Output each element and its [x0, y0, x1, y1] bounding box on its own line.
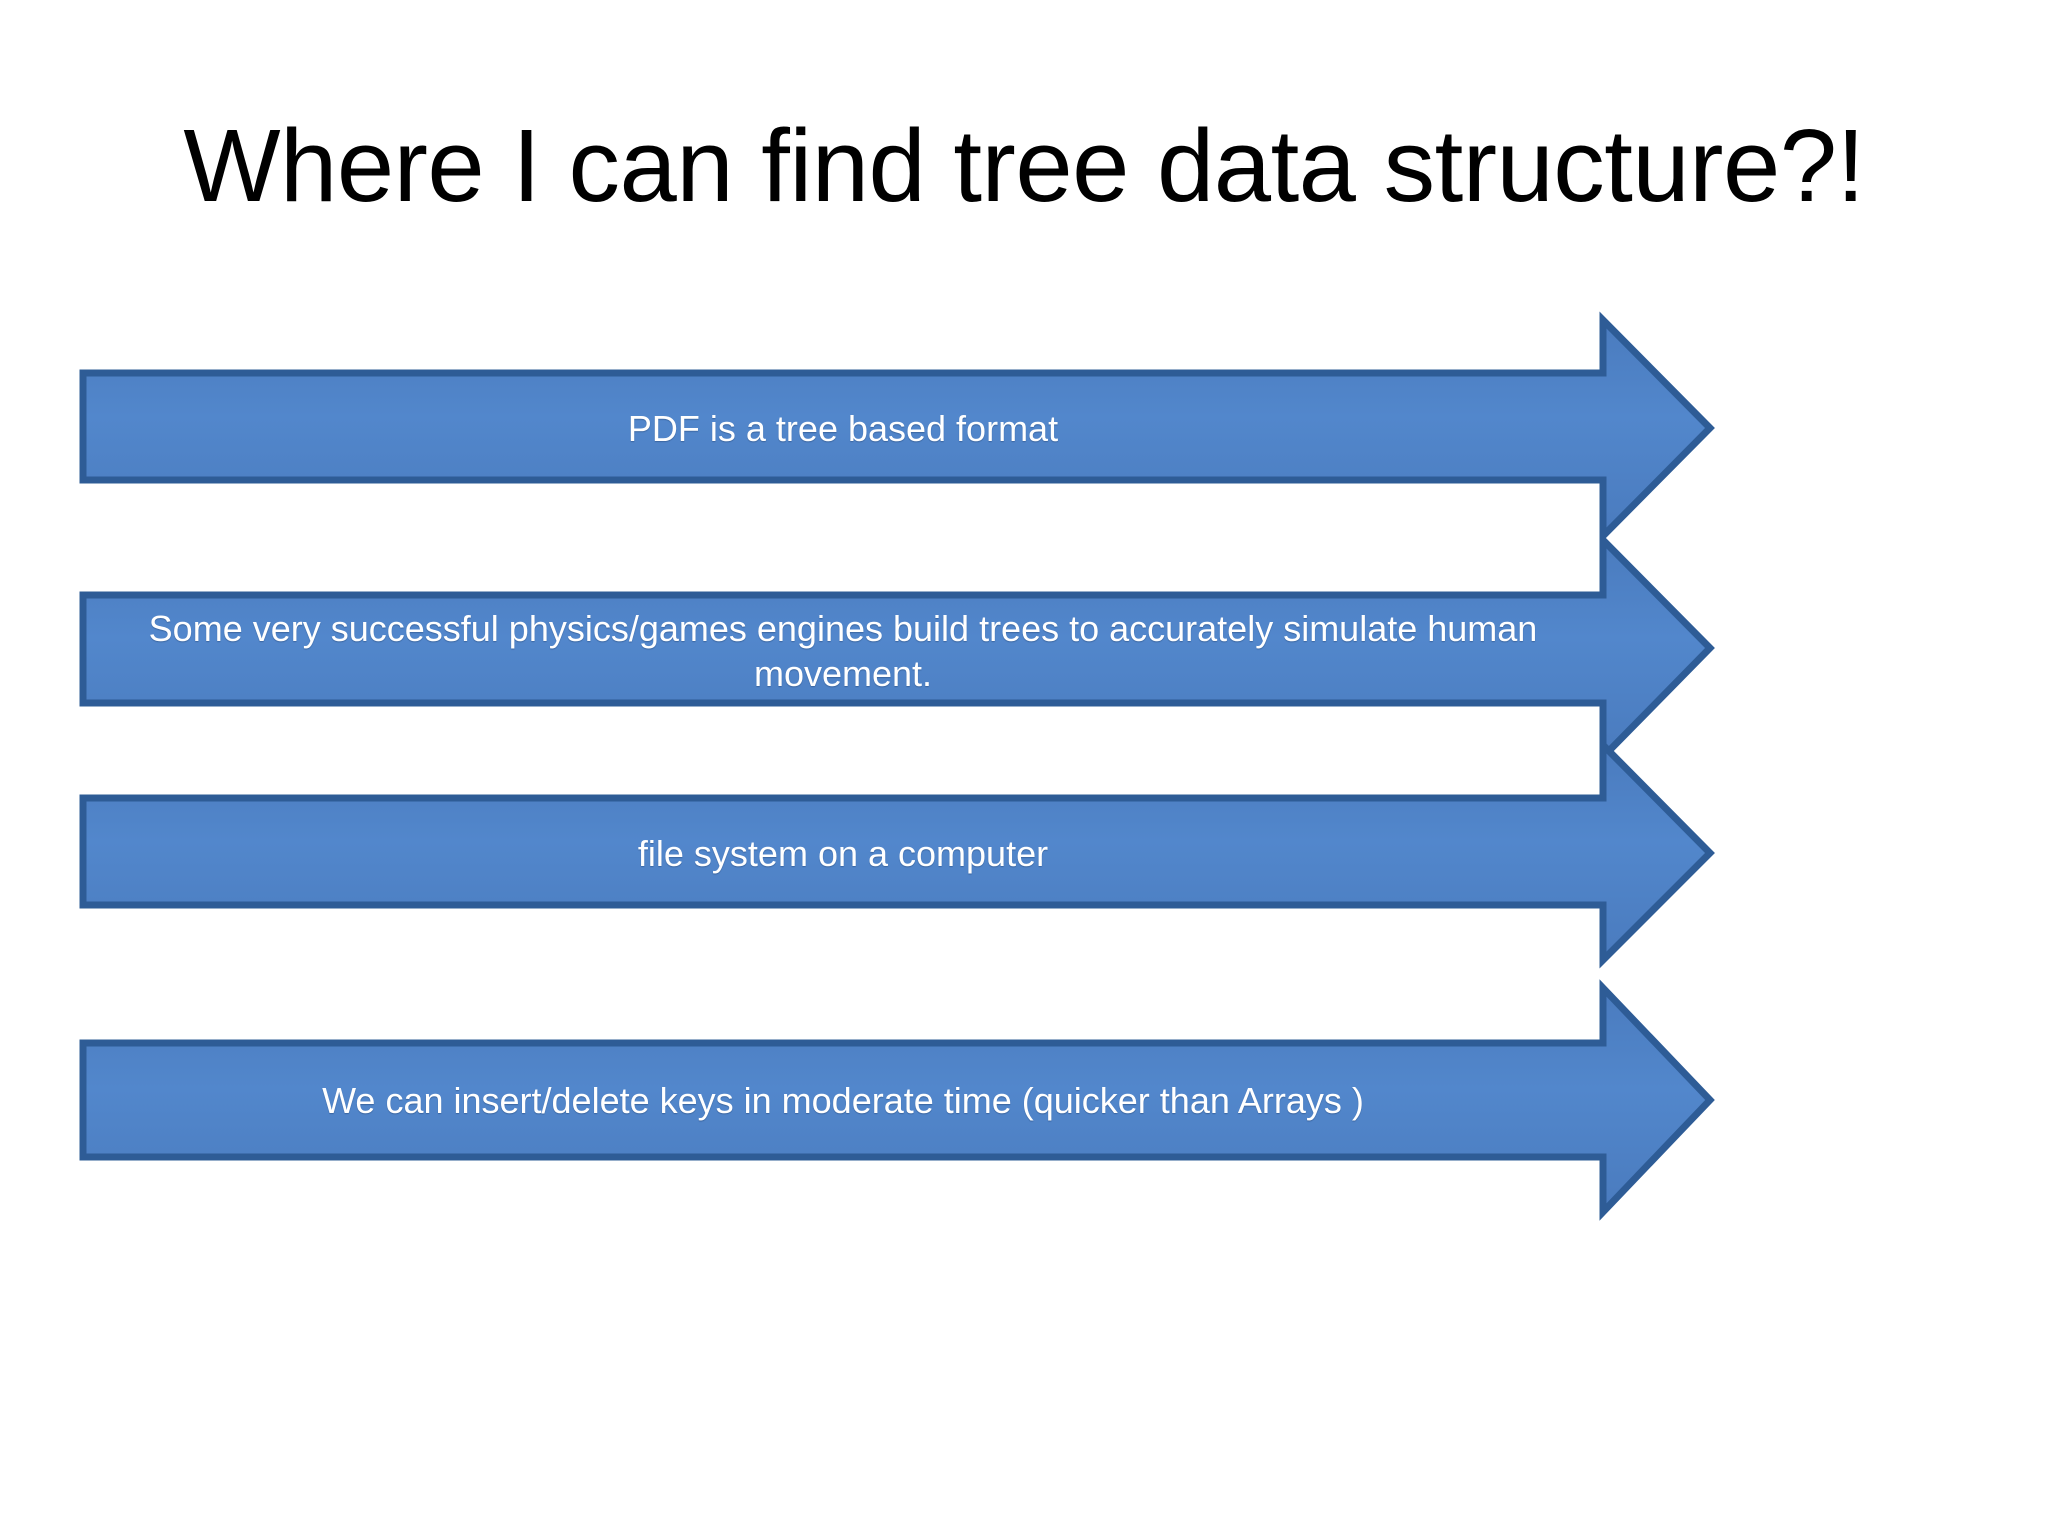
arrow-label-file-system: file system on a computer	[637, 833, 1049, 874]
arrow-label-pdf: PDF is a tree based format	[627, 408, 1059, 449]
arrow-label-insert-delete: We can insert/delete keys in moderate ti…	[322, 1080, 1364, 1121]
page-title: Where I can find tree data structure?!	[183, 108, 1865, 223]
arrow-label-physics-games: Some very successful physics/games engin…	[148, 608, 1538, 694]
